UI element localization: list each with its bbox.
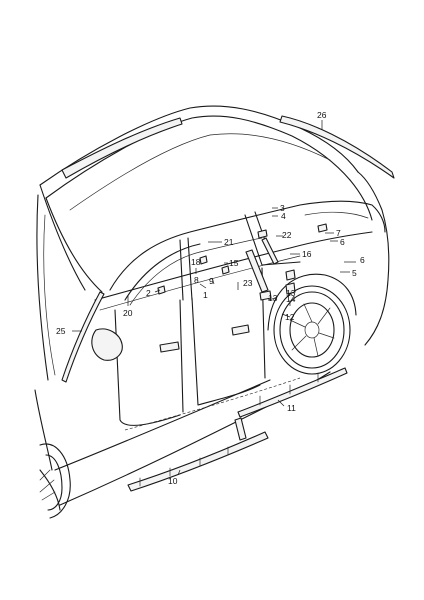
callout-9: 9 bbox=[209, 276, 214, 286]
callout-22: 22 bbox=[282, 230, 292, 240]
callout-13b: 13 bbox=[268, 293, 278, 303]
callout-18: 18 bbox=[191, 257, 201, 267]
callout-15: 15 bbox=[229, 258, 239, 268]
roof-rail-left-part bbox=[61, 117, 183, 179]
callout-14: 14 bbox=[286, 294, 296, 304]
callout-12: 12 bbox=[285, 312, 295, 322]
callout-6b: 6 bbox=[360, 255, 365, 265]
sill-trim-front-part bbox=[127, 431, 269, 492]
callout-16: 16 bbox=[302, 249, 312, 259]
callout-labels: 26 3 4 7 6 22 21 16 6 5 15 18 8 9 1 23 1… bbox=[56, 110, 365, 486]
callout-6: 6 bbox=[340, 237, 345, 247]
callout-7: 7 bbox=[336, 228, 341, 238]
callout-25: 25 bbox=[56, 326, 66, 336]
rear-wheel bbox=[267, 273, 357, 375]
callout-26: 26 bbox=[317, 110, 327, 120]
callout-21: 21 bbox=[224, 237, 234, 247]
callout-2: 2 bbox=[146, 288, 151, 298]
callout-1: 1 bbox=[203, 290, 208, 300]
callout-3: 3 bbox=[280, 203, 285, 213]
leader-lines bbox=[72, 120, 356, 476]
callout-20: 20 bbox=[123, 308, 133, 318]
callout-5: 5 bbox=[352, 268, 357, 278]
callout-13: 13 bbox=[286, 288, 296, 298]
callout-23: 23 bbox=[243, 278, 253, 288]
windshield-trim-part bbox=[61, 291, 105, 383]
callout-8: 8 bbox=[194, 275, 199, 285]
callout-10: 10 bbox=[168, 476, 178, 486]
b-pillar-trim-part bbox=[245, 237, 279, 293]
small-clip-part bbox=[157, 223, 328, 441]
sill-trim-rear-part bbox=[237, 367, 348, 418]
callout-11: 11 bbox=[287, 403, 296, 413]
roof-rail-spoiler-part bbox=[279, 115, 395, 179]
callout-4: 4 bbox=[281, 211, 286, 221]
